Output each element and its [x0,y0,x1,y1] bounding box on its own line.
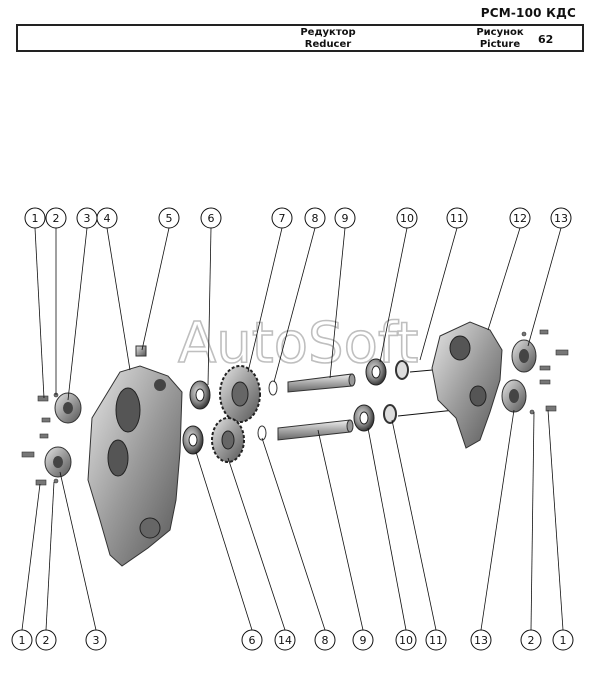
top-callout-label-10: 10 [400,212,414,225]
gear-14 [211,417,245,463]
top-leader-11 [419,227,458,361]
seal-lower [383,404,397,424]
leader-lines [21,227,564,631]
circlip-lower [257,425,267,441]
bottom-leader-3 [59,471,97,631]
circlip-upper [268,380,278,396]
document-code: РСМ-100 КДС [480,6,576,20]
top-leader-12 [487,227,521,331]
bottom-leader-2 [45,481,55,631]
bottom-leader-14 [227,457,286,631]
top-callout-label-3: 3 [84,212,91,225]
title-block: Редуктор Reducer Рисунок Picture 62 [16,24,584,52]
top-callout-label-5: 5 [166,212,173,225]
top-callout-label-4: 4 [104,212,111,225]
bottom-callout-label-2: 2 [528,634,535,647]
bearing-6-upper [189,380,211,410]
top-callout-label-1: 1 [32,212,39,225]
picture-ru: Рисунок [476,27,524,38]
bearing-10-upper [365,358,387,386]
watermark: AutoSoft [178,311,419,376]
top-leader-6 [207,227,212,386]
bottom-leader-8 [261,437,326,631]
left-housing [87,365,183,567]
title-ru: Редуктор [300,27,356,38]
top-leader-4 [106,227,131,371]
pin [135,345,147,357]
picture-en: Picture [479,39,521,50]
bearing-6-lower [182,425,204,455]
leader-lower [397,409,456,417]
top-callout-label-2: 2 [53,212,60,225]
top-leader-9 [329,227,346,379]
cover-bottom [44,446,72,478]
cover-right-bottom [501,379,527,413]
bottom-leader-13 [480,409,515,631]
top-leader-13 [527,227,562,347]
bottom-callout-label-13: 13 [474,634,488,647]
top-callout-label-11: 11 [450,212,464,225]
gear-7 [219,365,261,423]
seal-upper [395,360,409,380]
bearing-10-lower [353,404,375,432]
top-leader-8 [273,227,316,383]
picture-number: 62 [538,33,554,46]
bolts-right [521,329,569,415]
bottom-leader-1 [21,483,41,631]
bottom-leader-2 [530,411,535,631]
picture-label: Рисунок Picture [470,27,530,51]
bottom-leader-9 [317,429,364,631]
cover-right-top [511,339,537,373]
top-leader-10 [379,227,408,363]
top-callout-label-7: 7 [279,212,286,225]
top-leader-7 [247,227,283,373]
top-callout-label-13: 13 [554,212,568,225]
right-housing [431,321,503,449]
bottom-callout-label-6: 6 [249,634,256,647]
bottom-leader-1 [547,409,564,631]
cover-top [54,392,82,424]
top-callout-label-6: 6 [208,212,215,225]
bottom-callout-label-8: 8 [322,634,329,647]
bottom-callout-label-2: 2 [43,634,50,647]
top-leader-3 [67,227,88,401]
top-callout-label-12: 12 [513,212,527,225]
top-callout-label-9: 9 [342,212,349,225]
bottom-callout-label-14: 14 [278,634,292,647]
shaft-lower [277,419,354,441]
bottom-leader-6 [195,451,253,631]
top-callout-label-8: 8 [312,212,319,225]
top-leader-1 [34,227,45,399]
bottom-callout-label-10: 10 [399,634,413,647]
title-label: Редуктор Reducer [273,27,383,51]
bottom-callout-label-1: 1 [19,634,26,647]
title-en: Reducer [304,39,352,50]
bottom-leader-11 [391,419,437,631]
bottom-callout-label-11: 11 [429,634,443,647]
callouts-bottom: 1 2 3 6 14 8 9 10 11 13 2 1 [11,629,574,651]
bottom-callout-label-1: 1 [560,634,567,647]
bottom-callout-label-3: 3 [93,634,100,647]
shaft-upper [287,373,356,393]
bottom-leader-10 [367,427,407,631]
top-leader-5 [141,227,170,351]
bottom-callout-label-9: 9 [360,634,367,647]
